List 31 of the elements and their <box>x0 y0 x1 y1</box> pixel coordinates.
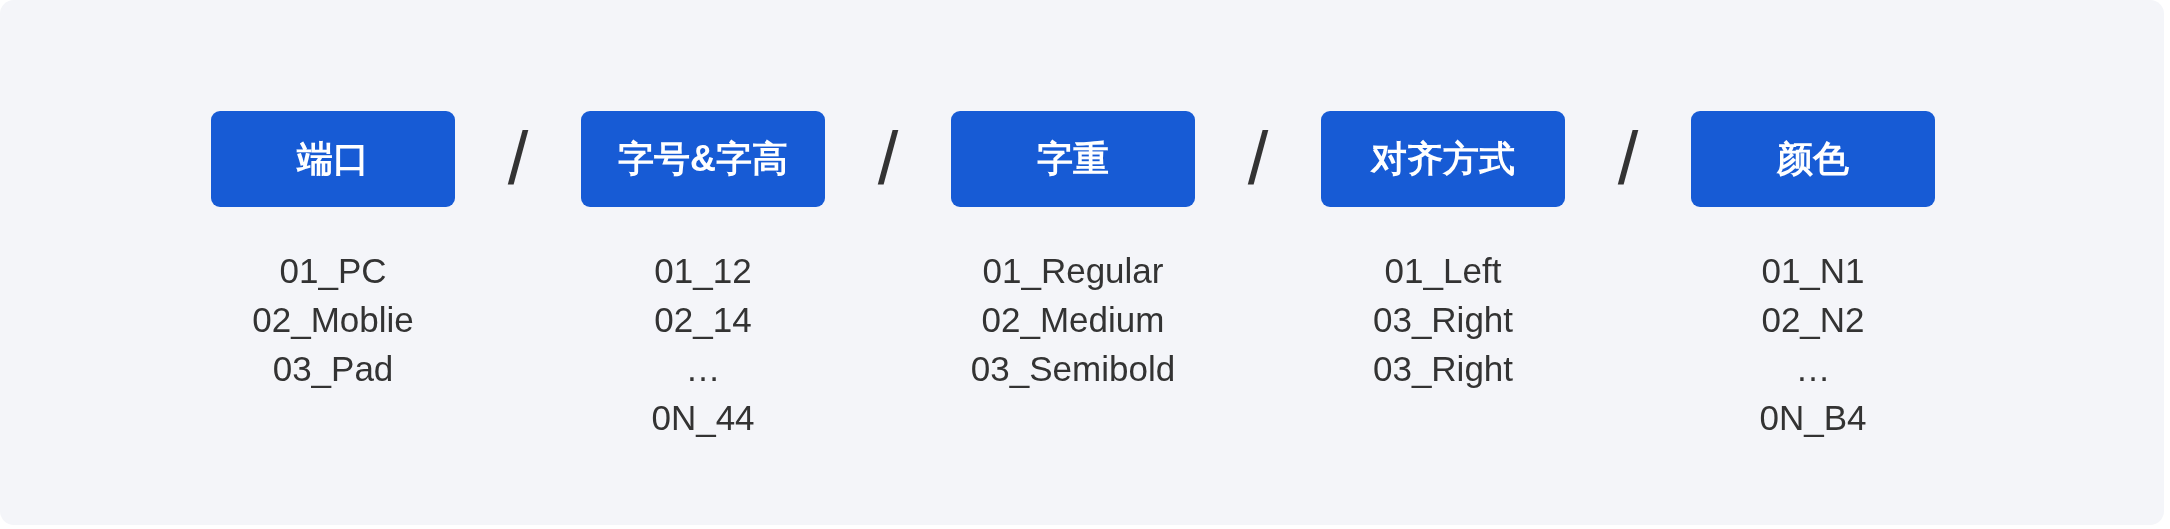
option-text: 02_Moblie <box>252 300 414 340</box>
separator-text: / <box>1617 122 1639 196</box>
option-text: … <box>1795 349 1831 389</box>
option-text: 02_Medium <box>981 300 1165 340</box>
option-text: … <box>685 349 721 389</box>
category-box <box>1321 111 1565 207</box>
option-text: 03_Semibold <box>970 349 1176 389</box>
option-text: 0N_44 <box>651 398 755 438</box>
separator-text: / <box>507 122 529 196</box>
category-label: 端口 <box>297 137 369 181</box>
option-text: 01_Left <box>1384 251 1502 291</box>
category-box <box>1691 111 1935 207</box>
category-label: 颜色 <box>1777 137 1849 181</box>
category-label: 字号&字高 <box>618 137 788 181</box>
separator-text: / <box>1247 122 1269 196</box>
option-text: 01_Regular <box>982 251 1164 291</box>
category-box <box>211 111 455 207</box>
separator-text: / <box>877 122 899 196</box>
option-text: 03_Right <box>1372 300 1514 340</box>
option-text: 02_14 <box>654 300 752 340</box>
option-text: 01_N1 <box>1761 251 1865 291</box>
option-text: 0N_B4 <box>1759 398 1867 438</box>
option-text: 03_Pad <box>272 349 394 389</box>
category-box <box>581 111 825 207</box>
category-label: 对齐方式 <box>1371 137 1515 181</box>
category-box <box>951 111 1195 207</box>
option-text: 01_12 <box>654 251 752 291</box>
option-text: 01_PC <box>279 251 387 291</box>
option-text: 03_Right <box>1372 349 1514 389</box>
option-text: 02_N2 <box>1761 300 1865 340</box>
category-label: 字重 <box>1037 137 1109 181</box>
